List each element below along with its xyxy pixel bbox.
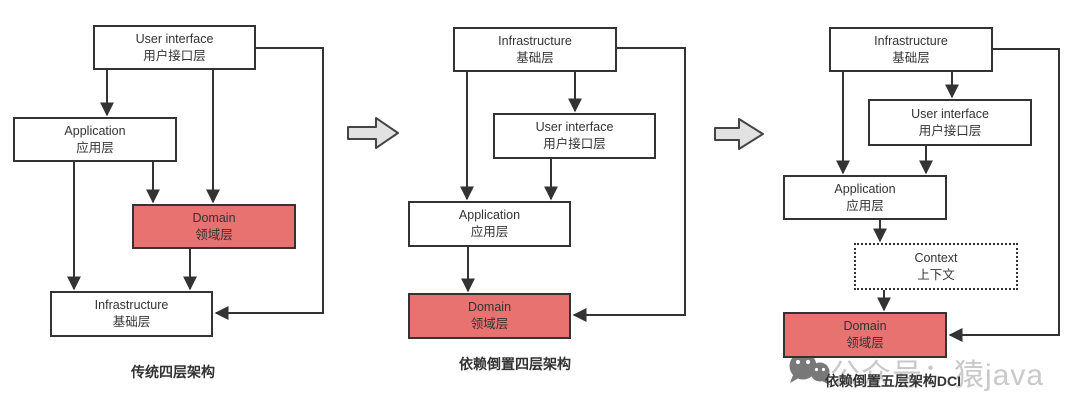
box-label-zh: 基础层	[516, 50, 554, 65]
box-label-en: Context	[914, 250, 958, 265]
box-label-zh: 领域层	[846, 336, 884, 350]
box-label-zh: 基础层	[892, 50, 930, 65]
box-label-en: Application	[458, 208, 521, 223]
box-label-zh: 基础层	[112, 315, 151, 329]
transition-arrow-icon	[347, 117, 399, 149]
box-label-en: Domain	[843, 319, 887, 334]
d3-application-box: Application 应用层	[783, 175, 947, 220]
d2-user-interface-box: User interface 用户接口层	[493, 113, 656, 159]
box-label-zh: 应用层	[76, 140, 114, 155]
d1-infrastructure-box: Infrastructure 基础层	[50, 291, 213, 337]
box-label-en: User interface	[911, 106, 989, 121]
d2-infrastructure-box: Infrastructure 基础层	[453, 27, 617, 72]
box-label-en: User interface	[535, 120, 614, 135]
box-label-zh: 领域层	[470, 317, 509, 331]
watermark-text: 公众号：猿java	[830, 359, 1045, 392]
box-label-zh: 用户接口层	[918, 123, 982, 138]
d3-domain-box: Domain 领域层	[783, 312, 947, 358]
d1-caption: 传统四层架构	[131, 364, 215, 380]
d3-caption: 依赖倒置五层架构DCI	[824, 373, 962, 389]
d2-caption: 依赖倒置四层架构	[459, 356, 571, 372]
d2-application-box: Application 应用层	[408, 201, 571, 247]
d1-user-interface-box: User interface 用户接口层	[93, 25, 256, 70]
box-label-zh: 用户接口层	[543, 137, 606, 151]
box-label-zh: 领域层	[195, 227, 233, 242]
d1-application-box: Application 应用层	[13, 117, 177, 162]
transition-arrow-icon	[714, 118, 764, 150]
box-label-en: Application	[64, 123, 126, 138]
d3-wire-infrastructure-to-domain	[948, 48, 1060, 342]
box-label-en: Infrastructure	[94, 298, 169, 313]
box-label-zh: 上下文	[917, 267, 955, 282]
box-label-zh: 应用层	[470, 225, 509, 239]
d1-domain-box: Domain 领域层	[132, 204, 296, 249]
box-label-en: Infrastructure	[874, 33, 948, 48]
d3-context-box: Context 上下文	[854, 243, 1018, 290]
d3-user-interface-box: User interface 用户接口层	[868, 99, 1032, 146]
d1-wire-ui-to-infrastructure	[214, 47, 324, 320]
box-label-en: User interface	[135, 31, 214, 46]
d3-infrastructure-box: Infrastructure 基础层	[829, 27, 993, 72]
d2-domain-box: Domain 领域层	[408, 293, 571, 339]
d2-wire-infrastructure-to-domain	[572, 47, 686, 322]
box-label-en: Application	[834, 181, 896, 196]
box-label-zh: 应用层	[846, 198, 884, 213]
box-label-en: Domain	[467, 300, 512, 315]
box-label-en: Domain	[192, 210, 236, 225]
box-label-en: Infrastructure	[498, 33, 572, 48]
box-label-zh: 用户接口层	[143, 48, 206, 63]
